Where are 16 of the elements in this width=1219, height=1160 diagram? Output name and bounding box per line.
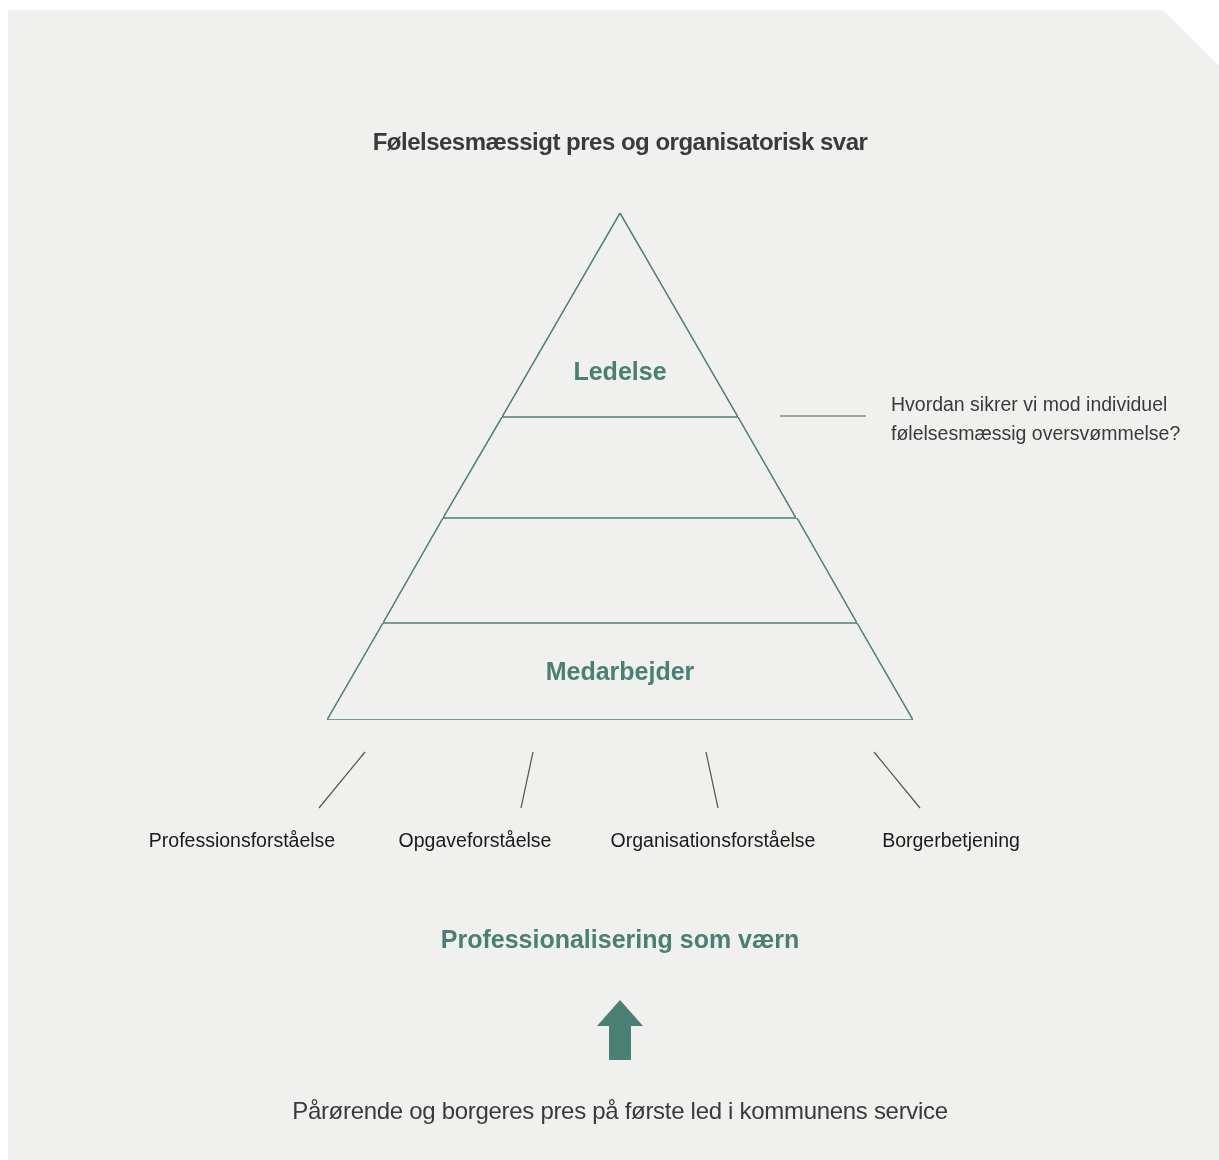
tier-label: Medarbejder	[545, 657, 695, 685]
tier-label: Ledelse	[573, 357, 667, 385]
heading-text: Professionalisering som værn	[440, 924, 800, 955]
pressure-text: Pårørende og borgeres pres på første led i kommunens service	[292, 1096, 948, 1126]
concept-label: Borgerbetjening	[882, 828, 1020, 853]
concept-label: Organisationsforståelse	[610, 828, 816, 853]
diagram-title: Følelsesmæssigt pres og organisatorisk svar	[371, 127, 869, 157]
leader-line	[705, 751, 719, 809]
leader-line	[318, 751, 366, 809]
block-arrow	[597, 1000, 643, 1060]
question-text: Hvordan sikrer vi mod individuel følelsesmæssig oversvømmelse?	[891, 393, 1181, 444]
leader-line	[779, 415, 867, 417]
leader-line	[873, 751, 921, 809]
concept-label: Opgaveforståelse	[398, 828, 552, 853]
leader-line	[520, 751, 534, 809]
concept-label: Professionsforståelse	[148, 828, 336, 853]
